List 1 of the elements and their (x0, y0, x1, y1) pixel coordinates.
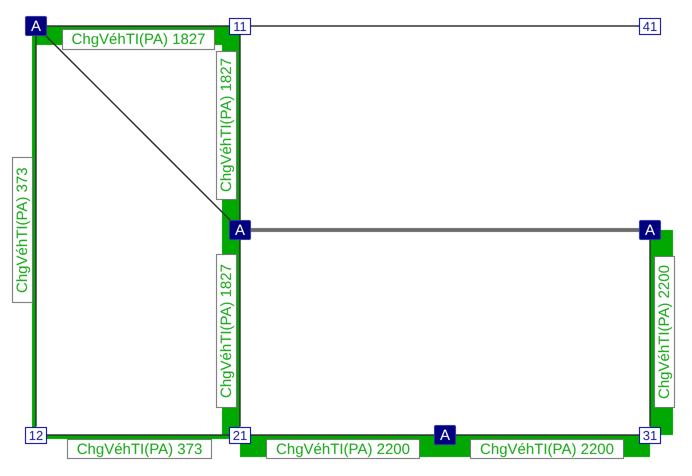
load-label: ChgVéhTI(PA) 373 (12, 157, 33, 303)
